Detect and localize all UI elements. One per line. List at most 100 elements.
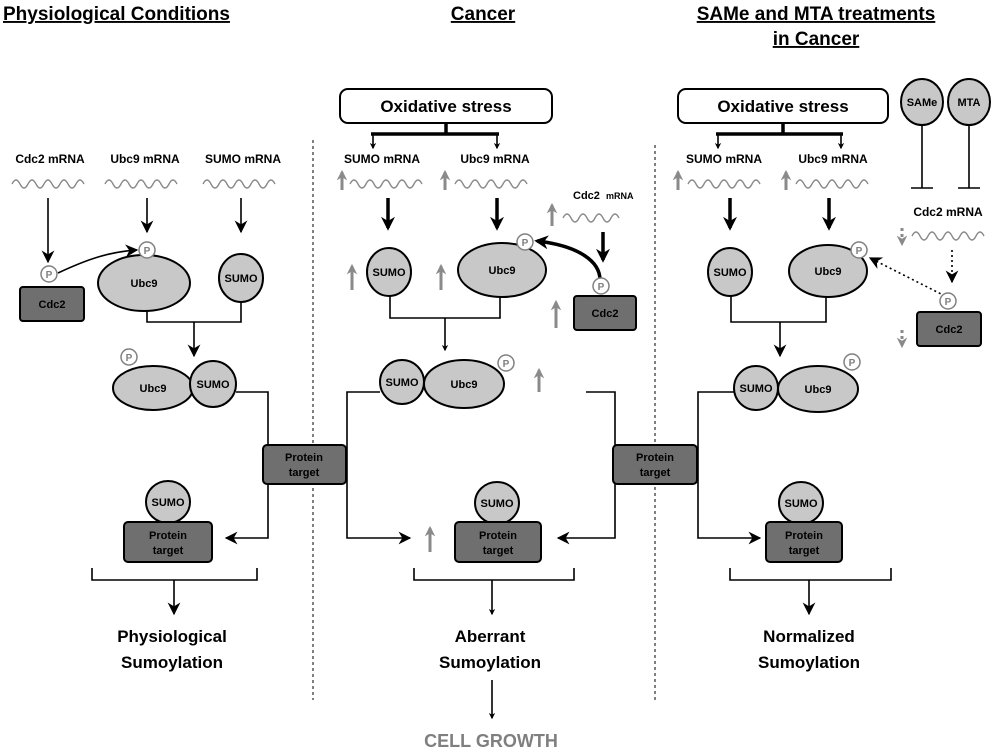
ubc9-label: Ubc9 xyxy=(815,266,842,278)
outcome-aberrant-line2: Sumoylation xyxy=(439,653,541,672)
cdc2-mrna-label-mrna: mRNA xyxy=(606,191,634,201)
phospho-label: P xyxy=(503,359,510,370)
cdc2-label: Cdc2 xyxy=(936,324,963,336)
target-label: target xyxy=(483,545,514,557)
header-treatment-line2: in Cancer xyxy=(773,29,860,50)
sumo-mrna-wave xyxy=(202,179,276,189)
arrow-shared-to-target xyxy=(556,391,616,545)
phospho-ubc9 xyxy=(850,241,868,259)
panel-cancer: Oxidative stress SUMO mRNA Ubc9 mRNA Cdc… xyxy=(336,88,637,751)
phospho-cdc2 xyxy=(939,292,957,310)
cdc2-label: Cdc2 xyxy=(592,308,619,320)
phospho-label: P xyxy=(46,270,53,281)
mta-label: MTA xyxy=(957,97,980,109)
target-label: target xyxy=(153,545,184,557)
protein-label: Protein xyxy=(149,530,187,542)
ubc9-mrna-label: Ubc9 mRNA xyxy=(460,152,530,166)
header-cancer: Cancer xyxy=(451,4,516,25)
outcome-bracket xyxy=(91,568,258,581)
target-label: target xyxy=(789,545,820,557)
outcome-normalized-line2: Sumoylation xyxy=(758,653,860,672)
sumo-label: SUMO xyxy=(714,267,747,279)
sumo-mrna-label: SUMO mRNA xyxy=(205,152,281,166)
complex-ubc9-label: Ubc9 xyxy=(451,379,478,391)
protein-target-box xyxy=(765,521,843,563)
ubc9-mrna-wave xyxy=(104,179,178,189)
sumo-mrna-label: SUMO mRNA xyxy=(344,152,420,166)
protein-target-shared-right xyxy=(612,444,698,485)
arrow-complex-to-target xyxy=(697,391,762,545)
merge-bracket xyxy=(389,296,501,319)
cdc2-box xyxy=(573,295,637,331)
cdc2-mrna-label: Cdc2 mRNA xyxy=(15,152,85,166)
cdc2-box xyxy=(916,311,982,347)
ubc9-label: Ubc9 xyxy=(131,278,158,290)
protein-target-shared-left xyxy=(262,444,347,485)
sumo-label: SUMO xyxy=(225,273,258,285)
phospho-cdc2 xyxy=(592,277,610,295)
cdc2-mrna-wave xyxy=(11,179,85,189)
cdc2-box xyxy=(19,286,85,322)
ubc9-mrna-label: Ubc9 mRNA xyxy=(798,152,868,166)
same-label: SAMe xyxy=(907,97,938,109)
ubc9-label: Ubc9 xyxy=(489,265,516,277)
phospho-label: P xyxy=(522,238,529,249)
phospho-cdc2 xyxy=(40,265,58,283)
outcome-normalized-line1: Normalized xyxy=(763,627,855,646)
sumo-mrna-wave xyxy=(349,179,423,189)
sumo-on-target-label: SUMO xyxy=(481,498,514,510)
complex-ubc9-label: Ubc9 xyxy=(805,384,832,396)
merge-bracket xyxy=(730,296,827,323)
phospho-label: P xyxy=(126,353,133,364)
cell-growth-label: CELL GROWTH xyxy=(424,731,558,751)
phospho-ubc9 xyxy=(516,233,534,251)
phospho-label: P xyxy=(144,246,151,257)
outcome-physiological-line2: Sumoylation xyxy=(121,653,223,672)
oxidative-stress-label: Oxidative stress xyxy=(717,97,848,116)
outcome-physiological-line1: Physiological xyxy=(117,627,227,646)
protein-label: Protein xyxy=(285,452,323,464)
panel-treatment: Oxidative stress SUMO mRNA Ubc9 mRNA SAM… xyxy=(672,78,991,672)
ubc9-ellipse xyxy=(457,242,547,298)
phospho-label: P xyxy=(945,297,952,308)
phospho-label: P xyxy=(598,282,605,293)
sumo-on-target-label: SUMO xyxy=(785,498,818,510)
panel-physiological: Cdc2 mRNA Ubc9 mRNA SUMO mRNA Cdc2 P Ubc… xyxy=(11,152,281,672)
cdc2-mrna-label-cdc2: Cdc2 xyxy=(573,190,600,202)
complex-sumo-label: SUMO xyxy=(386,377,419,389)
outcome-bracket xyxy=(413,568,575,581)
complex-sumo-label: SUMO xyxy=(740,383,773,395)
arrow-complex-to-target xyxy=(346,391,412,545)
header-treatment-line1: SAMe and MTA treatments xyxy=(697,4,936,25)
target-label: target xyxy=(289,467,320,479)
sumo-circle xyxy=(366,247,412,297)
sumo-mrna-wave xyxy=(687,179,761,189)
ubc9-mrna-wave xyxy=(795,179,869,189)
outcome-bracket xyxy=(729,568,892,581)
sumo-label: SUMO xyxy=(373,267,406,279)
phospho-label: P xyxy=(856,246,863,257)
arrow-cdc2-phosphorylates-ubc9 xyxy=(57,244,139,274)
protein-label: Protein xyxy=(479,530,517,542)
complex-ubc9 xyxy=(777,365,859,413)
ubc9-mrna-wave xyxy=(454,179,528,189)
complex-ubc9 xyxy=(423,359,505,409)
outcome-aberrant-line1: Aberrant xyxy=(455,627,526,646)
protein-target-box xyxy=(454,521,542,563)
header-physiological: Physiological Conditions xyxy=(3,4,230,25)
protein-target-box xyxy=(123,521,213,563)
ubc9-ellipse xyxy=(788,244,868,298)
phospho-ubc9 xyxy=(138,241,156,259)
arrow-complex-to-target xyxy=(224,391,269,545)
cdc2-mrna-label: Cdc2 mRNA xyxy=(913,205,983,219)
cdc2-mrna-wave xyxy=(562,213,620,223)
sumo-on-target-label: SUMO xyxy=(152,497,185,509)
protein-label: Protein xyxy=(636,452,674,464)
arrow-cdc2-phosphorylates-ubc9 xyxy=(868,257,946,297)
complex-sumo xyxy=(189,360,237,408)
complex-phospho xyxy=(497,354,515,372)
sumo-mrna-label: SUMO mRNA xyxy=(686,152,762,166)
complex-phospho xyxy=(120,348,138,366)
cdc2-label: Cdc2 xyxy=(39,299,66,311)
